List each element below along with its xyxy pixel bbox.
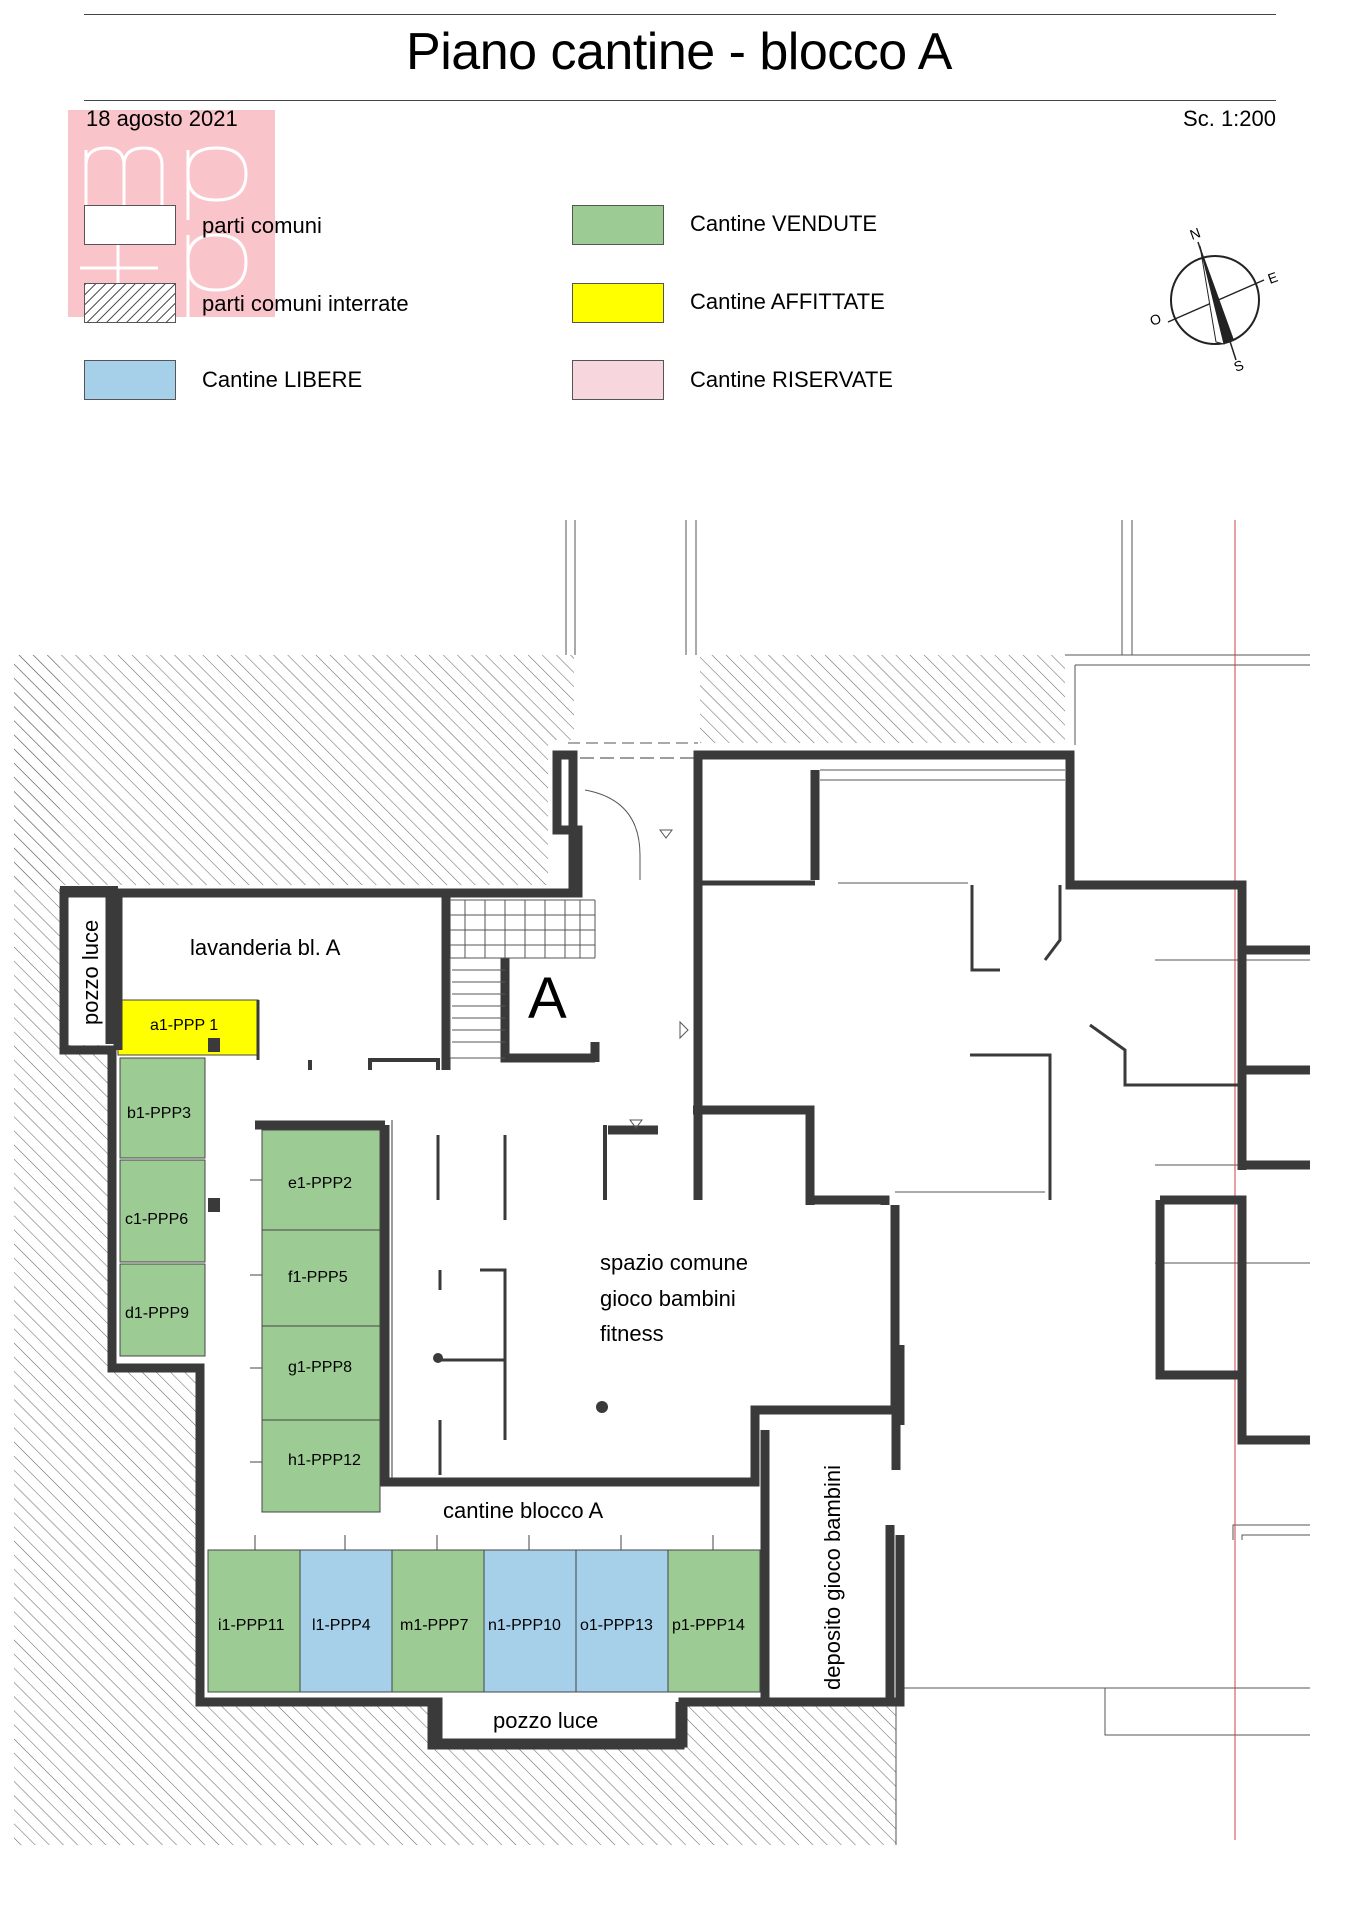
cellar-label-i1: i1-PPP11 — [218, 1617, 285, 1634]
cellar-label-h1: h1-PPP12 — [288, 1452, 361, 1469]
legend-swatch-cantine-riservate — [572, 360, 664, 400]
lavanderia-label: lavanderia bl. A — [190, 935, 341, 960]
cellar-p1[interactable] — [667, 1549, 761, 1693]
cantine-blocco-label: cantine blocco A — [443, 1498, 604, 1523]
cellar-labels: a1-PPP 1 b1-PPP3 c1-PPP6 d1-PPP9 e1-PPP2… — [125, 1017, 745, 1634]
legend-swatch-parti-comuni — [84, 205, 176, 245]
cellar-label-g1: g1-PPP8 — [288, 1359, 352, 1376]
header-top-rule — [84, 14, 1276, 15]
cellar-label-d1: d1-PPP9 — [125, 1305, 189, 1322]
cellar-o1[interactable] — [575, 1549, 669, 1693]
cellar-label-p1: p1-PPP14 — [672, 1617, 745, 1634]
spazio-comune-label: spazio comune — [600, 1250, 748, 1275]
cellar-label-m1: m1-PPP7 — [400, 1617, 469, 1634]
cellar-label-e1: e1-PPP2 — [288, 1175, 352, 1192]
gioco-bambini-label: gioco bambini — [600, 1286, 736, 1311]
cellar-m1[interactable] — [391, 1549, 485, 1693]
pozzo-luce-bottom-label: pozzo luce — [493, 1708, 598, 1733]
cellar-g1[interactable] — [261, 1325, 381, 1421]
cellar-c1[interactable] — [119, 1159, 206, 1263]
cellar-h1[interactable] — [261, 1419, 381, 1513]
page-title: Piano cantine - blocco A — [406, 23, 952, 81]
cellar-a1[interactable] — [117, 999, 259, 1056]
legend-swatch-parti-comuni-interrate — [84, 283, 176, 323]
stair-block-letter: A — [528, 966, 567, 1031]
date-label: 18 agosto 2021 — [86, 106, 238, 131]
legend-label-parti-comuni-interrate: parti comuni interrate — [202, 291, 409, 316]
cellar-f1[interactable] — [261, 1229, 381, 1327]
legend-swatch-cantine-affittate — [572, 283, 664, 323]
legend-swatch-cantine-vendute — [572, 205, 664, 245]
legend-label-cantine-riservate: Cantine RISERVATE — [690, 367, 893, 392]
cellar-label-c1: c1-PPP6 — [125, 1211, 188, 1228]
cellar-label-l1: l1-PPP4 — [312, 1617, 371, 1634]
cellars — [117, 999, 761, 1693]
compass-west-label: O — [1148, 310, 1164, 329]
north-compass-icon: N E S O — [1148, 224, 1280, 372]
cellar-label-n1: n1-PPP10 — [488, 1617, 561, 1634]
deposito-label: deposito gioco bambini — [820, 1465, 845, 1690]
cellar-i1[interactable] — [207, 1549, 301, 1693]
cellar-e1[interactable] — [261, 1129, 381, 1231]
scale-label: Sc. 1:200 — [1183, 106, 1276, 131]
legend-label-cantine-affittate: Cantine AFFITTATE — [690, 289, 885, 314]
pozzo-luce-left-label: pozzo luce — [78, 920, 103, 1025]
legend-label-parti-comuni: parti comuni — [202, 213, 322, 238]
legend-label-cantine-libere: Cantine LIBERE — [202, 367, 363, 392]
cellar-d1[interactable] — [119, 1263, 206, 1357]
header-bottom-rule — [84, 100, 1276, 101]
cellar-label-a1: a1-PPP 1 — [150, 1017, 218, 1034]
legend-label-cantine-vendute: Cantine VENDUTE — [690, 211, 878, 236]
staircase — [449, 899, 596, 1059]
cellar-b1[interactable] — [119, 1057, 206, 1159]
cellar-label-f1: f1-PPP5 — [288, 1269, 348, 1286]
fitness-label: fitness — [600, 1321, 664, 1346]
doors — [584, 789, 689, 1129]
legend-swatch-cantine-libere — [84, 360, 176, 400]
cellar-n1[interactable] — [483, 1549, 577, 1693]
walls — [59, 750, 1310, 1750]
cellar-label-o1: o1-PPP13 — [580, 1617, 653, 1634]
cellar-label-b1: b1-PPP3 — [127, 1105, 191, 1122]
